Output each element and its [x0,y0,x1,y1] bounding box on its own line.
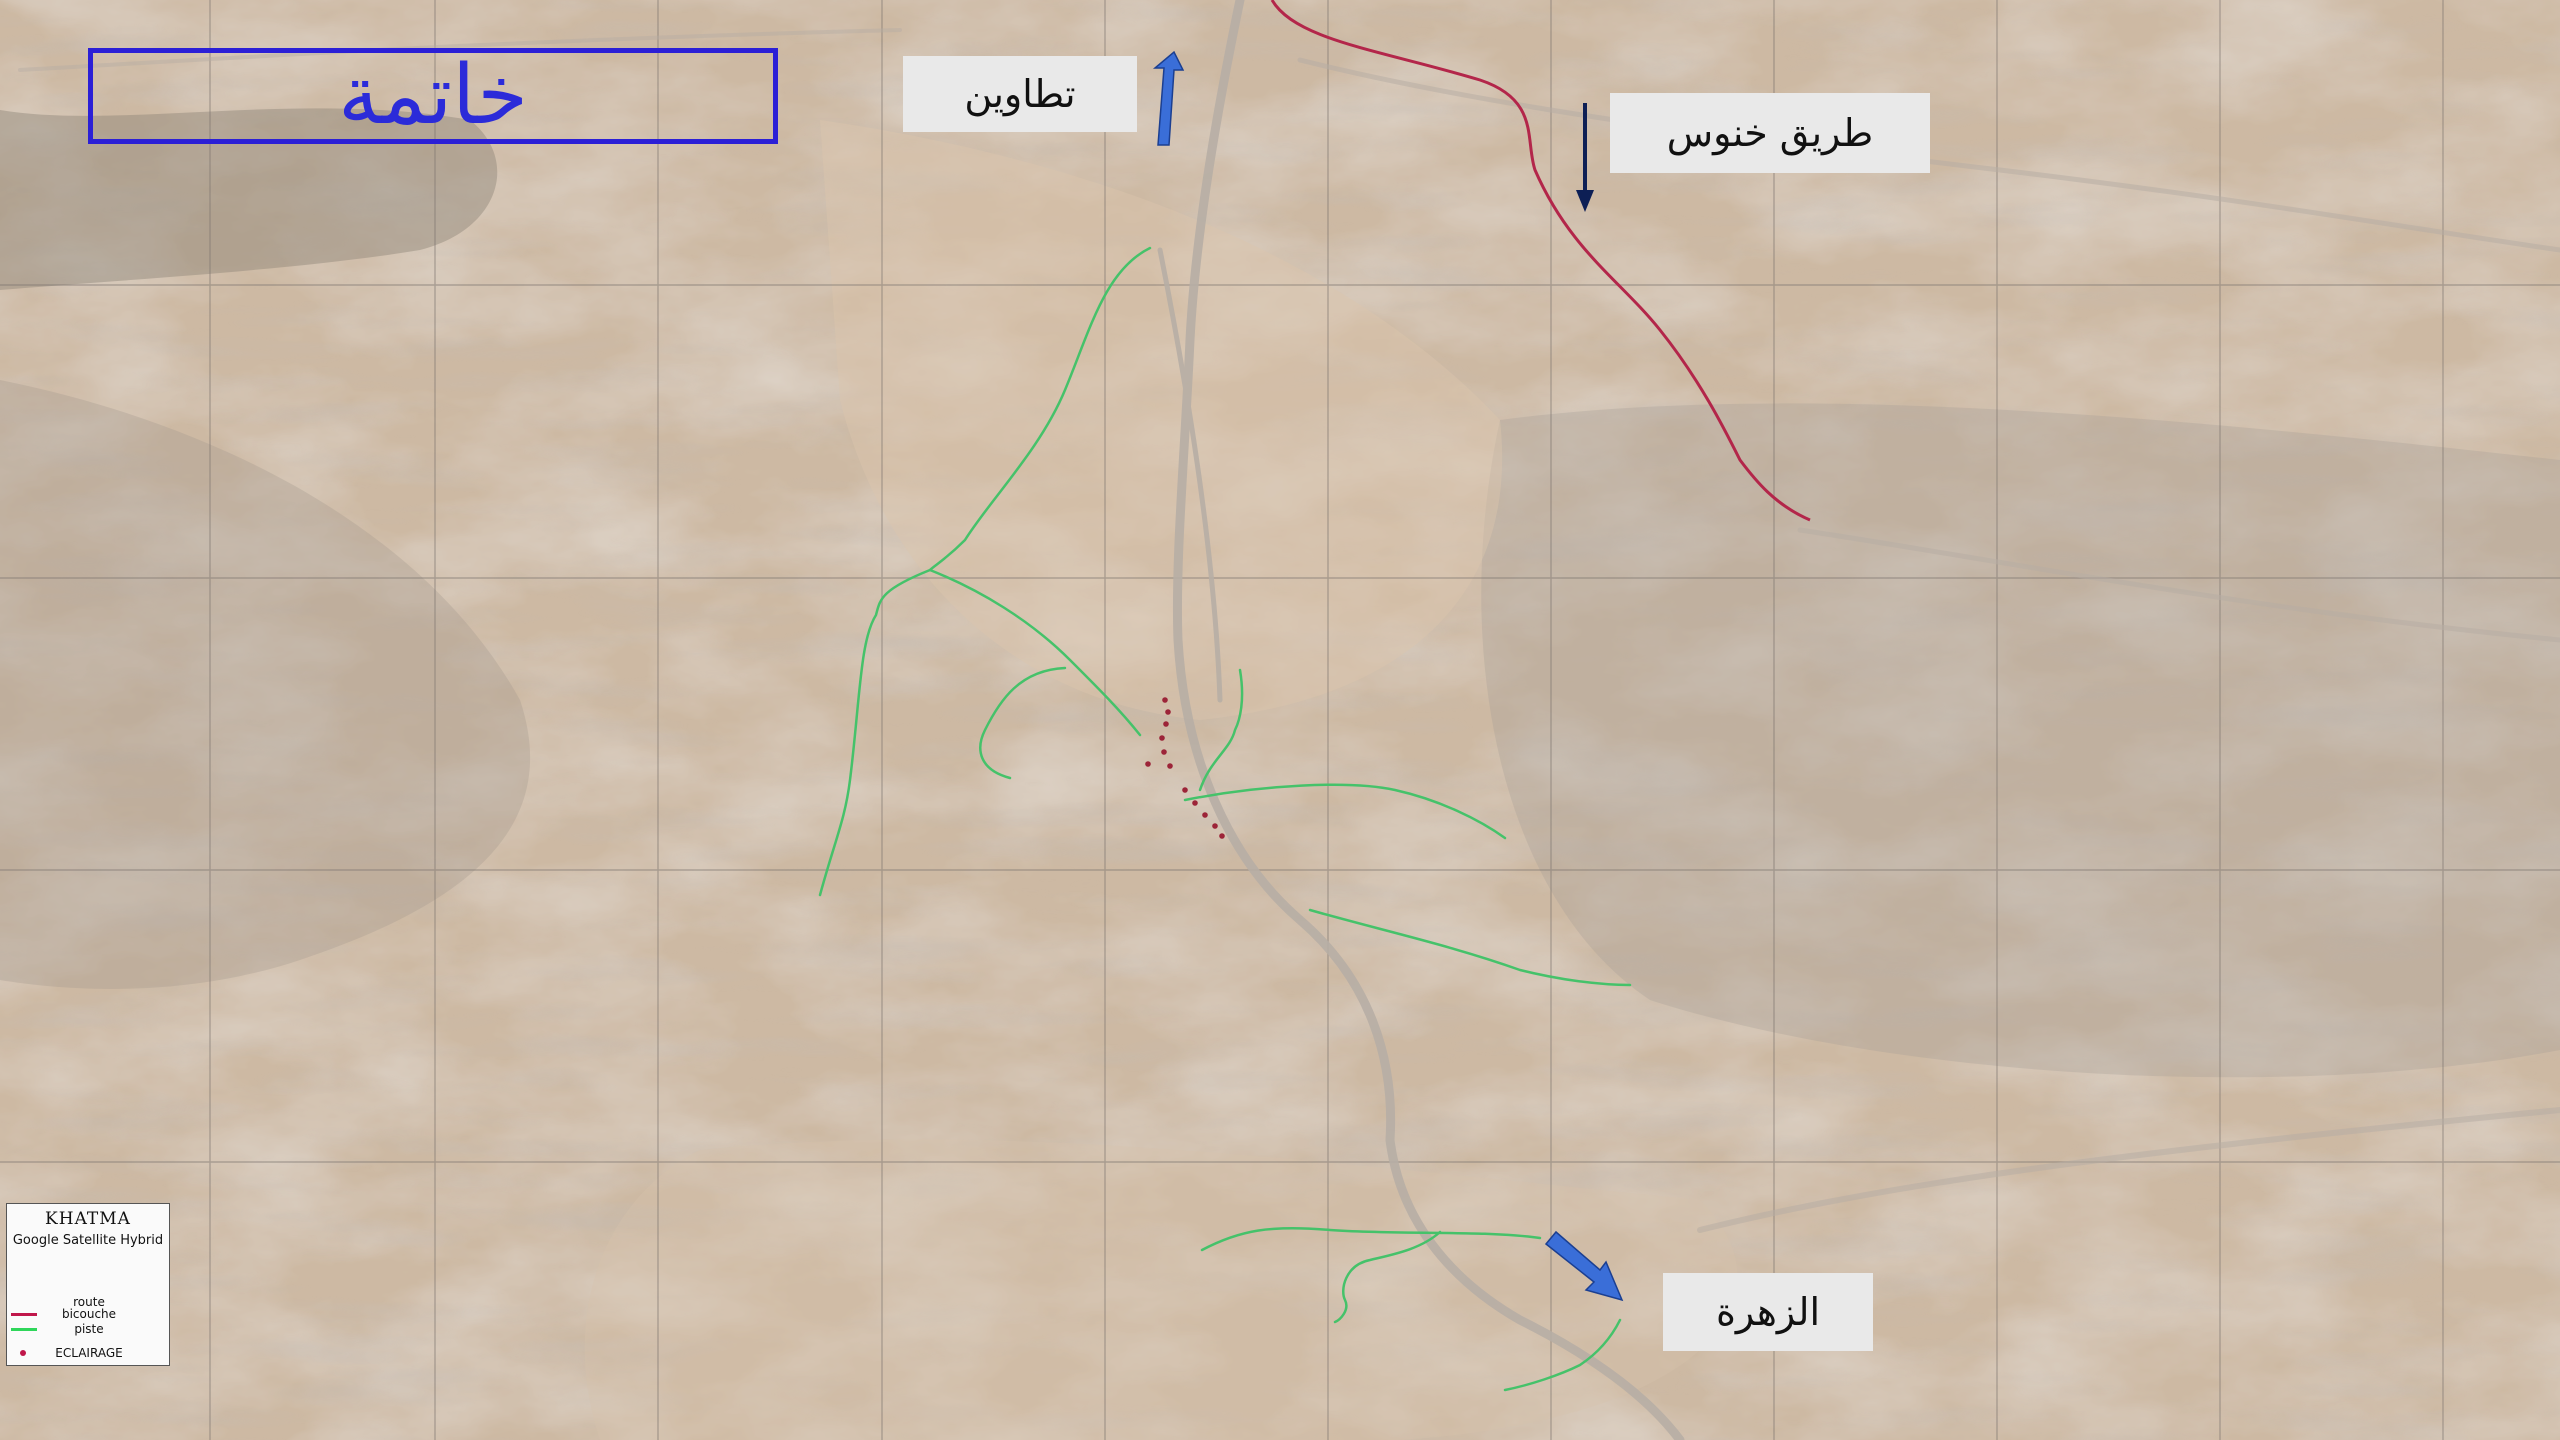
legend-item-piste: piste [7,1323,171,1335]
arrow-down-right-icon [1544,1230,1624,1302]
pistes [818,246,1632,1392]
dark-ridge-northwest [0,108,498,290]
grey-hills-east [1481,403,2560,1078]
legend-swatch-piste [11,1328,37,1331]
arrow-up-icon [1152,50,1185,146]
arrow-down-icon [1576,103,1594,212]
label-tetouan: تطاوين [903,56,1137,132]
legend-subtitle: Google Satellite Hybrid [12,1233,164,1248]
eclairage-points [1145,697,1225,839]
legend-item-route: route [73,1295,105,1309]
legend-dot-eclairage [20,1350,26,1356]
title-box: خاتمة [88,48,778,144]
label-zahra: الزهرة [1663,1273,1873,1351]
page-title: خاتمة [338,48,528,143]
light-plain-center [820,120,1503,720]
legend-item-eclairage: ECLAIRAGE [7,1347,171,1359]
grey-valley-west [0,380,531,989]
legend-swatch-bicouche [11,1313,37,1316]
light-plain-south [584,1139,1738,1440]
route-bicouche [1270,0,1811,522]
legend-item-bicouche: bicouche [7,1308,171,1320]
label-route-khnous: طريق خنوس [1610,93,1930,173]
map-legend: KHATMA Google Satellite Hybrid route bic… [6,1203,170,1366]
legend-title: KHATMA [45,1209,131,1229]
